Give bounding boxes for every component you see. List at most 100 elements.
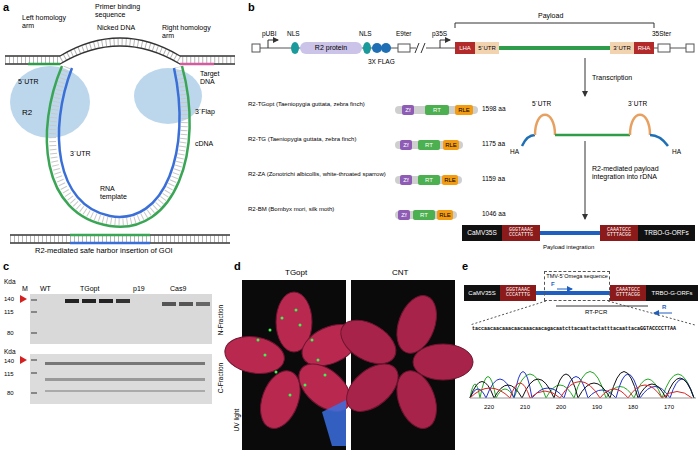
text-label: R: [662, 304, 666, 311]
zf-domain: Zf: [402, 105, 414, 115]
text-label: Nicked DNA: [97, 24, 135, 32]
protein-band: [99, 299, 113, 303]
text-label: 140: [4, 358, 14, 365]
promoter-arrow: [268, 40, 278, 48]
sequence-box: GGGTAAACCCCATTTG: [500, 285, 536, 301]
protein-band: [65, 299, 79, 303]
dna-rungs: [10, 236, 230, 243]
leaves: [333, 290, 473, 434]
rt-domain: RT: [413, 210, 435, 220]
node-label: GTTTACGG: [607, 233, 631, 239]
rle-domain: RLE: [437, 210, 453, 220]
text-label: 1159 aa: [482, 175, 505, 182]
node-label: TRBO-G-ORFs: [652, 290, 693, 297]
text-label: R2-mediated payload integration into rDN…: [592, 165, 692, 181]
marker-band: [31, 311, 37, 313]
chromatogram-trace: [470, 372, 694, 399]
text-label: CNT: [392, 268, 408, 277]
text-label: RT-PCR: [585, 309, 607, 316]
text-label: C-Fraction: [217, 363, 224, 393]
payload-line: [536, 291, 610, 295]
text-label: pUBI: [262, 30, 276, 37]
sequence-box: GGGTAAACCCCATTTG: [502, 225, 540, 241]
text-label: 115: [4, 371, 14, 378]
inserted-gene: [70, 242, 150, 245]
text-label: R2-ZA (Zonotrichi albicollis, white-thro…: [248, 171, 393, 178]
protein-bar: [395, 176, 462, 184]
panel-letter: c: [3, 260, 9, 273]
node-label: Zf: [401, 212, 406, 219]
nls-tag: [363, 42, 371, 54]
rna-rungs: [53, 67, 185, 222]
node-label: CaMV35S: [468, 290, 495, 297]
text-label: F: [551, 281, 555, 288]
amplicon-line: [556, 306, 648, 307]
inserted-gene: [70, 234, 150, 237]
zf-domain: Zf: [400, 140, 412, 150]
protein-band: [179, 302, 193, 306]
panel-letter: a: [3, 1, 9, 14]
node-label: CCCATTTG: [506, 293, 530, 299]
rna-utr: [630, 115, 650, 135]
text-label: M: [22, 285, 28, 293]
text-label: Target DNA: [200, 70, 230, 86]
text-label: N-Fraction: [217, 305, 224, 335]
process-arrow: [585, 58, 586, 96]
text-label: 190: [592, 404, 602, 411]
protein-band: [162, 302, 176, 306]
rt-domain: RT: [418, 140, 440, 150]
border-box: [252, 44, 260, 52]
border-box: [686, 44, 694, 52]
text-label: 3X FLAG: [368, 58, 395, 65]
rle-domain: RLE: [455, 105, 473, 115]
node-label: R2 protein: [315, 44, 347, 52]
text-label: TGopt: [80, 285, 99, 293]
cdna-strand: [59, 68, 180, 217]
text-label: 3´Flap: [195, 108, 215, 116]
text-label: 5´UTR: [532, 100, 551, 107]
zoom-lines: [470, 301, 695, 325]
uv-lamp: [322, 400, 346, 446]
node-label: RLE: [439, 212, 451, 219]
text-label: 220: [484, 404, 494, 411]
gfp-spots: [257, 309, 327, 397]
payload-gene: [499, 46, 610, 50]
node-label: CaMV35S: [467, 229, 497, 236]
text-label: 140: [4, 296, 14, 303]
marker-band: [31, 359, 37, 361]
utr-box: 5´UTR: [475, 42, 499, 54]
terminator-box: [398, 44, 410, 52]
promoter-box: CaMV35S: [464, 285, 500, 301]
rle-domain: RLE: [442, 175, 458, 185]
payload-line: [540, 231, 600, 235]
protein-band: [45, 390, 205, 392]
text-label: NLS: [359, 30, 372, 37]
protein-band: [45, 378, 205, 381]
text-label: 5´UTR: [18, 78, 39, 86]
terminator-box: [658, 44, 670, 52]
promoter-arrow: [440, 40, 450, 48]
text-label: 80: [7, 330, 14, 337]
node-label: RLE: [458, 107, 470, 114]
text-label: 3´UTR: [70, 150, 91, 158]
text-label: HA: [672, 148, 681, 155]
protein-band: [196, 302, 210, 306]
text-label: Primer binding sequence: [95, 3, 150, 19]
primer-arrow: [654, 313, 672, 314]
homology-arm: [28, 63, 60, 66]
protein-bar: [395, 141, 463, 149]
homology-arm: RHA: [634, 42, 654, 54]
node-label: TRBO-G-ORFs: [644, 229, 688, 236]
primer-arrow: [557, 289, 572, 290]
homology-arm: LHA: [455, 42, 475, 54]
dna-strand: [5, 38, 235, 56]
protein-band: [82, 299, 96, 303]
protein-bar: [395, 106, 478, 114]
text-label: Payload: [538, 12, 563, 20]
chromatogram-trace: [470, 382, 692, 399]
western-blot: [30, 354, 212, 404]
rna-payload: [555, 134, 630, 137]
node-label: LHA: [459, 45, 471, 52]
text-label: RNA template: [100, 185, 135, 201]
